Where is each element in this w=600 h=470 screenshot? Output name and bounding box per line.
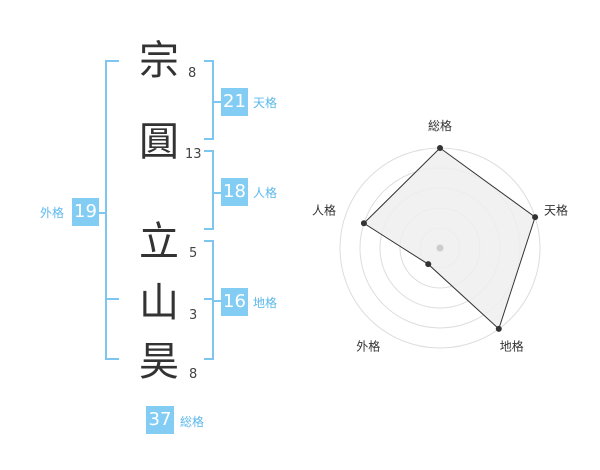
radar-axis-label: 地格: [500, 339, 524, 354]
stroke-count-2: 13: [185, 147, 202, 162]
tenkaku-bracket-top: [204, 60, 214, 62]
radar-axis-label: 総格: [428, 118, 452, 133]
tenkaku-bracket: [212, 60, 214, 140]
gaikaku-label: 外格: [40, 206, 65, 220]
jinkaku-label: 人格: [253, 186, 278, 200]
chikaku-bracket-mid: [204, 298, 214, 300]
stroke-count-1: 8: [188, 66, 197, 81]
jinkaku-bracket: [212, 150, 214, 230]
name-char-3: 立: [139, 219, 179, 265]
soukaku-label: 総格: [180, 415, 205, 429]
stroke-count-4: 3: [189, 308, 198, 323]
radar-axis-label: 天格: [544, 202, 568, 217]
gaikaku-bracket-mid: [105, 298, 119, 300]
jinkaku-bracket-bottom: [204, 228, 214, 230]
gaikaku-bracket-top: [105, 60, 119, 62]
tenkaku-value-badge: 21: [221, 88, 248, 116]
radar-point-4: [360, 220, 367, 227]
chikaku-value-badge: 16: [221, 288, 248, 316]
jinkaku-connector: [213, 192, 221, 194]
tenkaku-connector: [213, 101, 221, 103]
radar-point-0: [437, 145, 443, 151]
radar-point-1: [532, 214, 539, 221]
soukaku-value-badge: 37: [146, 406, 174, 434]
chikaku-bracket-bottom: [204, 358, 214, 360]
radar-points: [360, 145, 539, 332]
radar-axis-label: 人格: [312, 202, 336, 217]
tenkaku-label: 天格: [253, 96, 278, 110]
gaikaku-value-badge: 19: [72, 198, 99, 226]
gaikaku-bracket: [105, 60, 107, 360]
jinkaku-bracket-top: [204, 150, 214, 152]
name-char-2: 圓: [139, 119, 179, 165]
radar-center-dot: [436, 244, 444, 252]
radar-polygon: [363, 147, 536, 330]
chikaku-bracket-top: [204, 240, 214, 242]
name-char-5: 昊: [139, 339, 179, 385]
tenkaku-bracket-bottom: [204, 138, 214, 140]
chikaku-connector: [213, 300, 221, 302]
stroke-count-5: 8: [189, 367, 198, 382]
name-char-4: 山: [139, 280, 179, 326]
gaikaku-bracket-bottom: [105, 358, 119, 360]
gaikaku-connector: [99, 212, 106, 214]
name-char-1: 宗: [139, 38, 179, 84]
radar-axis-label: 外格: [356, 339, 380, 354]
radar-point-3: [425, 261, 432, 268]
stroke-count-3: 5: [189, 246, 198, 261]
radar-point-2: [495, 325, 502, 332]
jinkaku-value-badge: 18: [221, 178, 248, 206]
chikaku-label: 地格: [253, 296, 278, 310]
